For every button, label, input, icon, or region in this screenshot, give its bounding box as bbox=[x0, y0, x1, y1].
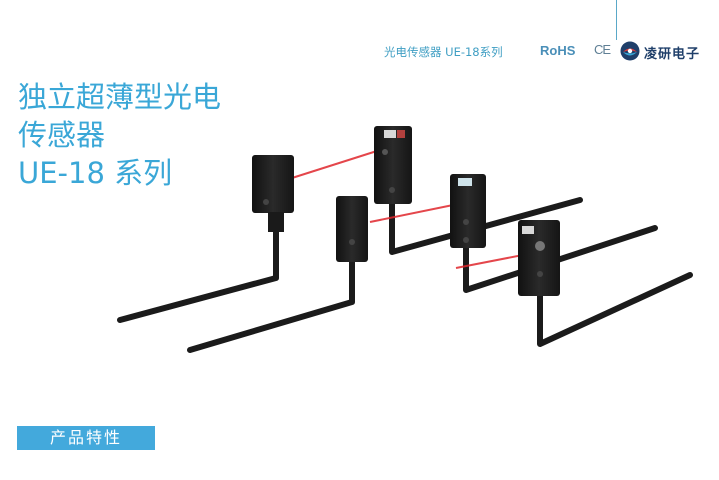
divider-line bbox=[616, 0, 617, 40]
cable-1 bbox=[117, 209, 279, 323]
company-name: 凌研电子 bbox=[644, 47, 701, 62]
title-line-1: 独立超薄型光电 bbox=[18, 80, 222, 114]
cable-4 bbox=[463, 225, 658, 293]
sensor-3 bbox=[374, 126, 412, 204]
sensor-1 bbox=[252, 155, 294, 232]
series-label: 光电传感器 UE-18系列 bbox=[384, 45, 503, 59]
title-line-2: 传感器 bbox=[18, 118, 106, 152]
page-title: 独立超薄型光电 传感器 UE-18 系列 bbox=[18, 78, 221, 192]
company-logo-icon bbox=[620, 41, 640, 61]
ce-mark: CE bbox=[594, 42, 611, 57]
cable-5 bbox=[537, 272, 693, 347]
sensor-5 bbox=[518, 220, 560, 296]
rohs-mark: RoHS bbox=[540, 43, 576, 58]
title-line-3: UE-18 系列 bbox=[18, 156, 173, 190]
sensor-2 bbox=[336, 196, 368, 262]
cable-2 bbox=[187, 257, 355, 353]
sensor-4 bbox=[450, 174, 486, 248]
laser-beam-3 bbox=[455, 253, 529, 269]
header-bar: 光电传感器 UE-18系列 RoHS CE 凌研电子 bbox=[0, 41, 719, 64]
product-features-button[interactable]: 产品特性 bbox=[17, 426, 155, 450]
laser-beam-1 bbox=[291, 149, 381, 179]
laser-beam-2 bbox=[369, 203, 459, 223]
cable-group bbox=[117, 197, 693, 353]
laser-beams bbox=[291, 149, 529, 269]
